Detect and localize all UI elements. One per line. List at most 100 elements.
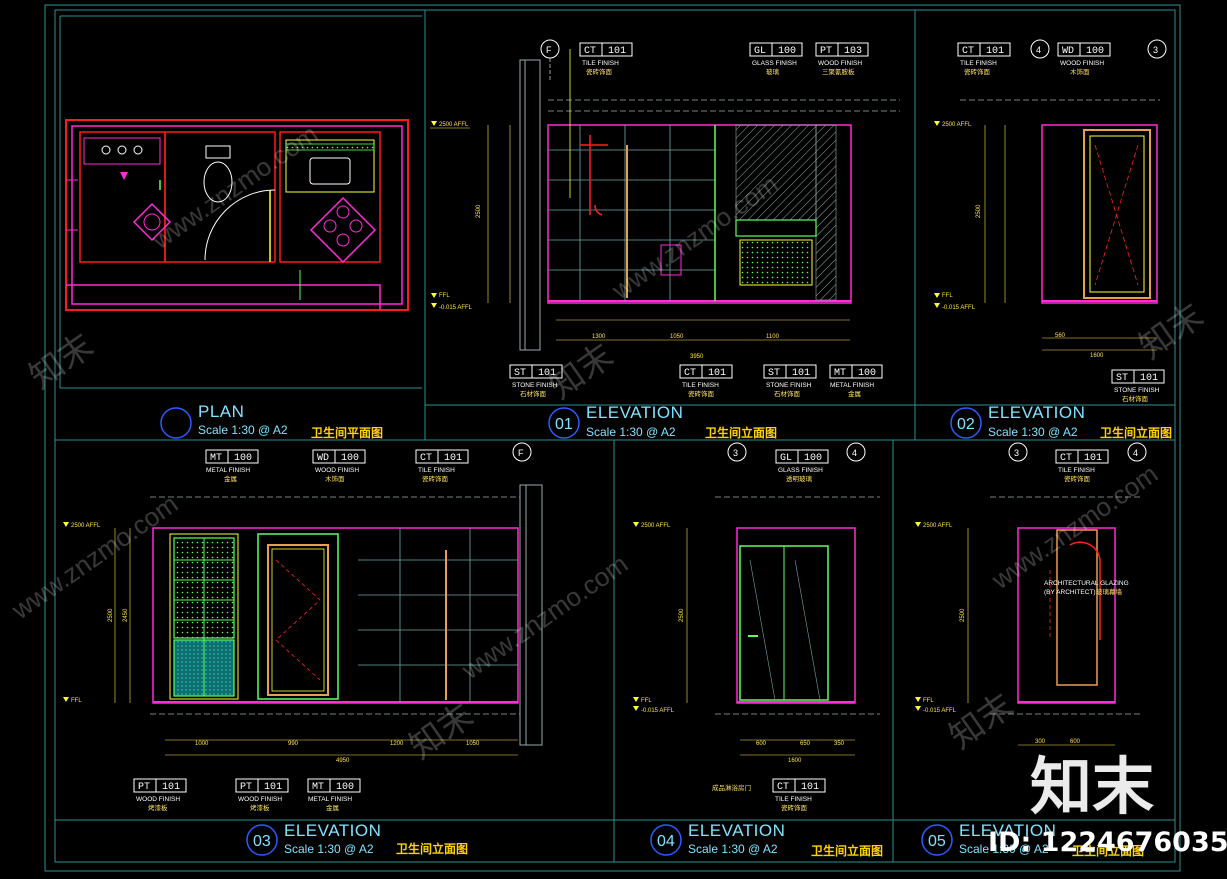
- el01-tag-st101-right: ST 101 STONE FINISH 石材饰面: [763, 364, 817, 398]
- svg-text:PT: PT: [138, 782, 150, 793]
- el02-number: 02: [957, 416, 975, 433]
- svg-text:3: 3: [1153, 45, 1158, 55]
- svg-text:3: 3: [1014, 448, 1019, 458]
- svg-text:100: 100: [1086, 46, 1104, 57]
- svg-text:金属: 金属: [326, 803, 339, 812]
- el02-title: ELEVATION: [988, 403, 1085, 422]
- el05-note-by-arch: (BY ARCHITECT): [1044, 589, 1096, 596]
- svg-text:STONE FINISH: STONE FINISH: [766, 382, 812, 389]
- svg-text:ST: ST: [1116, 373, 1128, 384]
- watermark-brand-4: 知末: [943, 686, 1020, 756]
- plan-floor-drain-05: [132, 202, 172, 242]
- el03-dim-a: 1000: [195, 741, 209, 747]
- svg-text:100: 100: [234, 453, 252, 464]
- watermark-brand-1: 知末: [23, 326, 100, 396]
- svg-text:木饰面: 木饰面: [1070, 67, 1090, 76]
- svg-text:石材饰面: 石材饰面: [774, 389, 801, 398]
- el05-note-cn: 玻璃幕墙: [1096, 587, 1123, 596]
- el01-tag-ct101-bottom: CT 101 TILE FINISH 瓷砖饰面: [679, 364, 733, 398]
- el03-tag-ct101: CT 101 TILE FINISH 瓷砖饰面: [415, 449, 469, 483]
- el05-scale: Scale 1:30 @ A2: [959, 842, 1049, 856]
- svg-text:三聚氰胺板: 三聚氰胺板: [822, 67, 855, 76]
- el01-tag-ct101: CT 101 TILE FINISH 瓷砖饰面: [569, 42, 633, 198]
- el04-height-dim: 2500: [679, 608, 685, 622]
- el01-grid-f: F: [540, 39, 560, 80]
- svg-text:木饰面: 木饰面: [325, 474, 345, 483]
- svg-text:METAL FINISH: METAL FINISH: [830, 382, 874, 389]
- svg-text:WOOD FINISH: WOOD FINISH: [1060, 60, 1104, 67]
- svg-text:4: 4: [1133, 448, 1138, 458]
- el04-level-markers: 2500 AFFL FFL -0.015 AFFL: [633, 522, 675, 714]
- plan-floor-drain-cluster: [309, 196, 377, 264]
- el01-floor-offset: -0.015 AFFL: [439, 305, 473, 311]
- el04-dim-c: 350: [834, 741, 845, 747]
- svg-text:WOOD FINISH: WOOD FINISH: [818, 60, 862, 67]
- svg-text:WD: WD: [1062, 46, 1074, 57]
- el03-dim-total: 4950: [336, 758, 350, 764]
- el03-scale: Scale 1:30 @ A2: [284, 842, 374, 856]
- svg-text:-0.015 AFFL: -0.015 AFFL: [923, 708, 957, 714]
- el04-title-block: 04 ELEVATION Scale 1:30 @ A2 卫生间立面图: [650, 821, 883, 858]
- svg-text:101: 101: [264, 782, 282, 793]
- svg-text:CT: CT: [1060, 453, 1072, 464]
- svg-text:100: 100: [336, 782, 354, 793]
- svg-text:GL: GL: [780, 453, 792, 464]
- svg-text:TILE FINISH: TILE FINISH: [775, 796, 812, 803]
- svg-text:MT: MT: [210, 453, 222, 464]
- el03-dim-d: 1050: [466, 741, 480, 747]
- elevation-03: 2500 2450 1000 990 1200 1050 4950: [108, 484, 543, 764]
- svg-text:石材饰面: 石材饰面: [1122, 394, 1149, 403]
- el03-title-cn: 卫生间立面图: [396, 841, 468, 856]
- svg-text:GLASS FINISH: GLASS FINISH: [778, 467, 823, 474]
- watermark-brand-big: 知末: [1030, 750, 1154, 823]
- el02-grid-4: 4: [1030, 39, 1050, 59]
- sheet-frame: [44, 4, 1181, 872]
- el03-tag-pt101-right: PT 101 WOOD FINISH 烤漆板: [235, 778, 289, 812]
- svg-text:4: 4: [1036, 45, 1041, 55]
- svg-text:烤漆板: 烤漆板: [250, 803, 270, 812]
- svg-text:METAL FINISH: METAL FINISH: [308, 796, 352, 803]
- svg-text:101: 101: [801, 782, 819, 793]
- watermark-site-3: www.znzmo.com: [455, 548, 633, 685]
- elevation-05: 2500 300 600 ARCHITECTURAL GLAZING (BY A…: [960, 496, 1140, 746]
- el03-number: 03: [253, 833, 271, 850]
- watermark-brand-3: 知末: [403, 696, 480, 766]
- svg-text:PT: PT: [240, 782, 252, 793]
- el03-level-markers: 2500 AFFL FFL: [63, 522, 101, 704]
- svg-text:PT: PT: [820, 46, 832, 57]
- svg-text:瓷砖饰面: 瓷砖饰面: [781, 803, 808, 812]
- svg-text:100: 100: [341, 453, 359, 464]
- svg-text:2500 AFFL: 2500 AFFL: [942, 122, 972, 128]
- el01-dim-a: 1300: [592, 334, 606, 340]
- svg-text:瓷砖饰面: 瓷砖饰面: [586, 67, 613, 76]
- el05-title-cn: 卫生间立面图: [1072, 843, 1144, 858]
- svg-text:TILE FINISH: TILE FINISH: [418, 467, 455, 474]
- svg-text:STONE FINISH: STONE FINISH: [512, 382, 558, 389]
- watermark-site-1: www.znzmo.com: [145, 118, 323, 255]
- watermark-id: ID: 1224676035: [988, 827, 1227, 858]
- svg-text:瓷砖饰面: 瓷砖饰面: [688, 389, 715, 398]
- svg-text:100: 100: [778, 46, 796, 57]
- el02-grid-3: 3: [1147, 39, 1167, 59]
- el01-title-cn: 卫生间立面图: [705, 425, 777, 440]
- el04-dim-a: 600: [756, 741, 767, 747]
- el02-tag-st101: ST 101 STONE FINISH 石材饰面: [1111, 369, 1165, 403]
- svg-text:MT: MT: [834, 368, 846, 379]
- el04-tag-ct101: CT 101 TILE FINISH 瓷砖饰面: [772, 778, 826, 812]
- watermark-brand-2: 知末: [543, 336, 620, 406]
- el01-tag-pt103: PT 103 WOOD FINISH 三聚氰胺板: [815, 42, 869, 76]
- svg-text:CT: CT: [584, 46, 596, 57]
- el03-dim-c: 1200: [390, 741, 404, 747]
- el04-number: 04: [657, 833, 675, 850]
- svg-text:101: 101: [608, 46, 626, 57]
- svg-text:TILE FINISH: TILE FINISH: [960, 60, 997, 67]
- el01-title: ELEVATION: [586, 403, 683, 422]
- el01-tag-st101-left: ST 101 STONE FINISH 石材饰面: [509, 364, 563, 398]
- svg-text:ST: ST: [514, 368, 526, 379]
- el01-dim-total: 3950: [690, 354, 704, 360]
- svg-text:FFL: FFL: [942, 293, 953, 299]
- svg-text:CT: CT: [962, 46, 974, 57]
- svg-text:透明玻璃: 透明玻璃: [786, 474, 813, 483]
- svg-text:CT: CT: [777, 782, 789, 793]
- svg-text:CT: CT: [684, 368, 696, 379]
